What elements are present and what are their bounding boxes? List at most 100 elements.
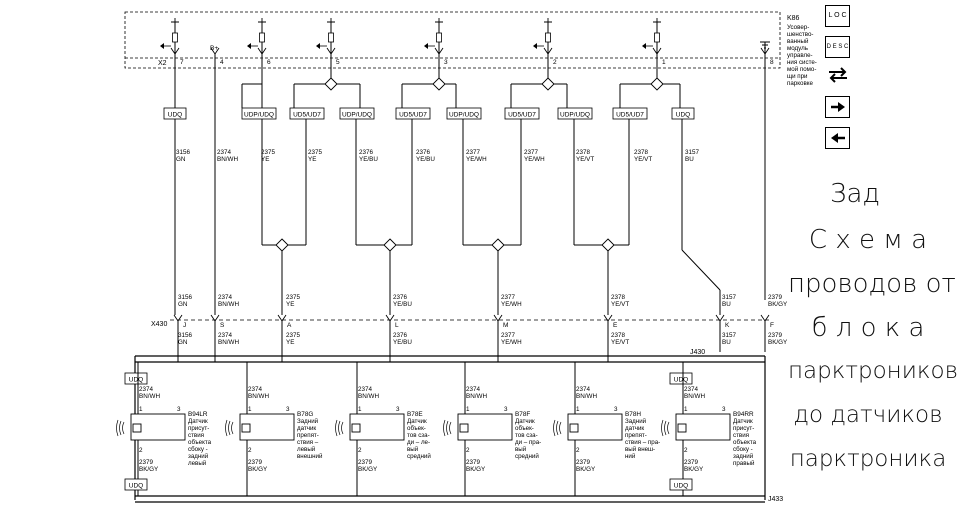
sensor-wire-bot-color: BK/GY	[139, 466, 159, 473]
sensor-wire-num: 2374	[248, 386, 263, 393]
sensor-wire-bot-color: BK/GY	[684, 466, 704, 473]
sensor-wave	[556, 420, 559, 436]
sensor-element	[241, 423, 251, 433]
splice-bottom	[491, 238, 505, 252]
wire-mid-color: YE/VT	[611, 301, 629, 308]
caption-line-7: парктроника	[789, 446, 947, 472]
sensor-desc-line: ствия	[188, 432, 204, 439]
swap-button[interactable]	[825, 64, 850, 86]
fuse-7-label: UDP/UDQ	[560, 112, 590, 119]
sensor-element	[459, 423, 469, 433]
sensor-pin-label: 3	[396, 406, 400, 413]
loc-label: L O C	[828, 12, 847, 19]
sensor-desc-line: Задний	[297, 418, 319, 425]
sensor-ref: B94LR	[188, 411, 208, 418]
sensor-desc-line: датчик	[297, 425, 316, 432]
wire-top-color: YE	[261, 156, 269, 163]
fuse-9-box	[671, 107, 695, 120]
sensor-fuse-bottom-label: UDQ	[129, 483, 143, 490]
wire-top-num: 2378	[634, 149, 649, 156]
wire-top-num: 2375	[308, 149, 323, 156]
sensor-element	[132, 423, 142, 433]
wire-top-color: YE	[308, 156, 316, 163]
wire-top-color: YE/VT	[576, 156, 594, 163]
fuse-6-box	[504, 107, 540, 120]
wire-mid-num: 3157	[722, 294, 737, 301]
pin-top-label: 3	[444, 59, 448, 66]
sensor-desc-line: левый	[297, 446, 316, 453]
back-button[interactable]	[825, 127, 850, 149]
pin-top-label: 6	[267, 59, 271, 66]
sensor-wave	[231, 421, 234, 435]
desc-button[interactable]: D E S C	[825, 36, 850, 58]
sensor-wire-color: BN/WH	[576, 393, 597, 400]
sensor-desc-line: Датчик	[407, 418, 427, 425]
wire-mid-num: 3156	[178, 294, 193, 301]
fuse-1-label: UDP/UDQ	[244, 112, 274, 119]
module-desc-line: шенство-	[787, 31, 813, 38]
sensor-ref: B94RR	[733, 411, 754, 418]
wire-mid-color: YE/BU	[393, 301, 412, 308]
sensor-desc-line: присут-	[733, 425, 754, 432]
pin-top-label: 8	[770, 59, 774, 66]
resistor	[545, 32, 551, 43]
pin-mid-label: E	[613, 322, 618, 329]
pin-top-label: 5	[336, 59, 340, 66]
sensor-pin-label: 2	[466, 447, 470, 454]
module-desc-line: модуль	[787, 45, 808, 52]
loc-button[interactable]: L O C	[825, 5, 850, 27]
sensor-desc-line: присут-	[188, 425, 209, 432]
sensor-wave	[661, 419, 664, 437]
caption-line-3: проводов от	[788, 269, 956, 299]
wire-mid2-num: 3156	[178, 332, 193, 339]
sensor-desc-line: вый	[407, 446, 419, 453]
arrow-mark	[160, 43, 164, 49]
sensor-desc-line: Датчик	[188, 418, 208, 425]
sensor-wave	[116, 419, 119, 437]
sensor-wire-bot-color: BK/GY	[248, 466, 268, 473]
splice-bottom	[601, 238, 615, 252]
sensor-wave	[667, 421, 670, 435]
splice-top	[324, 77, 338, 91]
sensor-wire-num: 2374	[358, 386, 373, 393]
supply-tick	[653, 18, 661, 23]
sensor-wire-color: BN/WH	[684, 393, 705, 400]
resistor	[436, 32, 442, 43]
wire-top-num: 2375	[261, 149, 276, 156]
sensor-wire-color: BN/WH	[358, 393, 379, 400]
sensor-pin-label: 1	[684, 406, 688, 413]
sensor-body	[457, 413, 513, 441]
pin-mid-label: L	[395, 322, 399, 329]
wire-mid2-num: 3157	[722, 332, 737, 339]
pin-top-label: 4	[220, 59, 224, 66]
sensor-wire-color: BN/WH	[248, 393, 269, 400]
sensor-desc-line: сбоку -	[733, 446, 753, 453]
sensor-wire-bot-color: BK/GY	[358, 466, 378, 473]
caption-line-2: С х е м а	[808, 225, 928, 255]
sensor-wire-bot-num: 2379	[684, 459, 699, 466]
sensor-wave	[228, 420, 231, 436]
sensor-fuse-top-box	[669, 372, 693, 385]
fuse-6-label: UD5/UD7	[508, 112, 536, 119]
fuse-8-label: UD5/UD7	[616, 112, 644, 119]
sensor-desc-line: препят-	[297, 432, 319, 439]
sensor-desc-line: Датчик	[515, 418, 535, 425]
sensor-wire-bot-num: 2379	[139, 459, 154, 466]
sensor-desc-line: датчик	[625, 425, 644, 432]
sensor-wave	[119, 420, 122, 436]
arrow-left-icon	[830, 133, 845, 143]
fuse-7-box	[557, 107, 593, 120]
sensor-pin-label: 3	[177, 406, 181, 413]
sensor-desc-line: задний	[733, 453, 754, 460]
wire-mid2-color: BN/WH	[218, 339, 239, 346]
pin-mid-label: S	[220, 322, 225, 329]
sensor-wire-bot-num: 2379	[248, 459, 263, 466]
connector-x2-label: X2	[158, 60, 167, 67]
forward-button[interactable]	[825, 96, 850, 118]
fuse-3-label: UDP/UDQ	[342, 112, 372, 119]
sensor-wave	[338, 420, 341, 436]
pin-top-label: 2	[553, 59, 557, 66]
wire-mid-num: 2376	[393, 294, 408, 301]
swap-icon	[828, 67, 847, 83]
sensor-wire-num: 2374	[466, 386, 481, 393]
